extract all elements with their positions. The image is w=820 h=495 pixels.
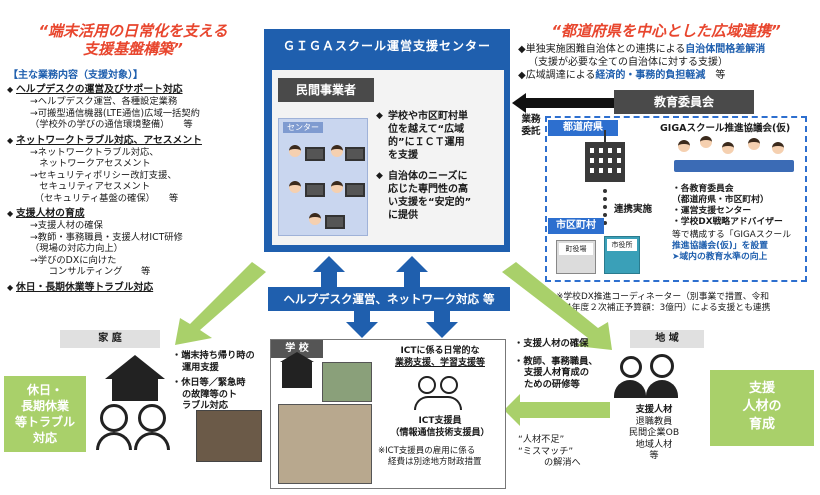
ict-staff-icon [418, 376, 436, 394]
tablet-photo [196, 410, 262, 462]
ict-staff-label: ICT支援員 （情報通信技術支援員） [390, 416, 490, 438]
support-person-icon [650, 354, 674, 378]
arrow-left-icon [512, 93, 526, 113]
helpdesk-band: ヘルプデスク運営、ネットワーク対応 等 [268, 287, 510, 311]
monitor-icon [305, 147, 325, 161]
double-arrow-icon [603, 189, 607, 225]
person-body [614, 380, 646, 398]
prefecture-building-icon [585, 142, 625, 182]
classroom-photo [322, 362, 372, 402]
operator-icon [309, 213, 321, 225]
operator-icon [289, 145, 301, 157]
gyomu-itaku-label: 業務 委託 [521, 114, 541, 137]
arrow-up-icon [396, 256, 428, 272]
mismatch-note: “人材不足” “ミスマッチ” の解消へ [518, 434, 581, 468]
center-bullet: 学校や市区町村単 位を越えて“広域 的”にＩＣＴ運用 を支援 [376, 110, 506, 162]
coordinator-note: ※学校DX推進コーディネーター（別事業で措置、令和 4年度２次補正予算額：3億円… [556, 292, 771, 313]
support-persons-list: 支援人材 退職教員 民間企業OB 地域人材 等 [628, 404, 680, 461]
arrow-shaft [434, 311, 450, 323]
right-bullet: （支援が必要な全ての自治体に対する支援） [528, 57, 728, 68]
center-illustration: センター [278, 118, 368, 236]
section-training: 支援人材の育成 →支援人材の確保 →教師・事務職員・支援人材ICT研修 （現場の… [7, 208, 256, 278]
center-illus-label: センター [283, 122, 323, 133]
arrow-up-icon [313, 256, 345, 272]
monitor-icon [345, 147, 365, 161]
center-title: ＧＩＧＡスクール運営支援センター [282, 39, 491, 53]
operator-icon [289, 181, 301, 193]
giga-council-title: GIGAスクール推進協議会(仮) [660, 123, 791, 134]
support-person-icon [620, 356, 642, 378]
person-body [646, 380, 678, 398]
main-task-list: 【主な業務内容（支援対象）】 ヘルプデスクの運営及びサポート対応 →ヘルプデスク… [7, 66, 256, 298]
child-icon [138, 404, 166, 432]
home-bullets: ・端末持ち帰り時の 運用支援 ・休日等／緊急時 の故障等のト ラブル対応 [172, 350, 255, 411]
arrow-region-to-school [504, 394, 610, 426]
arrow-shaft [525, 98, 615, 108]
municipality-label: 市区町村 [548, 218, 604, 234]
center-bullets: 学校や市区町村単 位を越えて“広域 的”にＩＣＴ運用 を支援 自治体のニーズに … [376, 110, 506, 230]
ict-daily-support: ICTに係る日常的な 業務支援、学習支援等 [394, 346, 485, 368]
left-title: “端末活用の日常化を支える 支援基盤構築” [38, 22, 228, 58]
right-bullet: ◆単独実施困難自治体との連携による自治体間格差解消 [518, 44, 766, 55]
section-holiday: 休日・長期休業等トラブル対応 [7, 282, 256, 294]
house-icon [105, 355, 165, 379]
ict-staff-icon [440, 376, 458, 394]
monitor-icon [345, 183, 365, 197]
section-network: ネットワークトラブル対応、アセスメント →ネットワークトラブル対応、 ネットワー… [7, 135, 256, 205]
private-business-label: 民間事業者 [278, 78, 374, 102]
right-bullet: ◆広域調達による経済的・事務的負担軽減 等 [518, 70, 726, 81]
arrow-shaft [354, 311, 370, 323]
monitor-icon [325, 215, 345, 229]
holiday-trouble-box: 休日・ 長期休業 等トラブル 対応 [4, 376, 86, 452]
council-people-icon [670, 134, 800, 180]
flag-icon [604, 130, 606, 142]
board-of-education-label: 教育委員会 [614, 90, 754, 114]
operator-icon [331, 181, 343, 193]
monitor-icon [305, 183, 325, 197]
main-list-heading: 【主な業務内容（支援対象）】 [8, 70, 143, 81]
house-body [112, 379, 158, 401]
ict-staff-note: ※ICT支援員の雇用に係る 経費は別途地方財政措置 [378, 446, 482, 467]
center-bullet: 自治体のニーズに 応じた専門性の高 い支援を“安定的” に提供 [376, 170, 506, 222]
parent-icon [100, 404, 128, 432]
arrow-shaft [321, 270, 337, 288]
cooperation-label: 連携実施 [614, 204, 653, 215]
operator-icon [331, 145, 343, 157]
council-members: ・各教育委員会 （都道府県・市区町村） ・運営支援センター ・学校DX戦略アドバ… [672, 184, 783, 227]
region-bullets: ・支援人材の確保 ・教師、事務職員、 支援人材育成の ための研修等 [514, 338, 598, 390]
right-title: “都道府県を中心とした広域連携” [551, 22, 781, 40]
section-helpdesk: ヘルプデスクの運営及びサポート対応 →ヘルプデスク運営、各種設定業務 →可搬型通… [7, 84, 256, 131]
council-note: 等で構成する「GIGAスクール 推進協議会(仮)」を設置 ➤域内の教育水準の向上 [672, 230, 792, 262]
arrow-shaft [404, 270, 420, 288]
town-hall-icon: 町役場 [556, 240, 596, 274]
person-body [134, 432, 170, 450]
arrow-down-icon [426, 322, 458, 338]
home-label: 家 庭 [60, 330, 160, 348]
person-body [96, 432, 132, 450]
prefecture-label: 都道府県 [548, 120, 618, 136]
person-body [414, 396, 462, 410]
region-label: 地 域 [630, 330, 704, 348]
school-building-icon [282, 362, 312, 388]
arrow-down-icon [346, 322, 378, 338]
support-talent-training-box: 支援 人材の 育成 [710, 370, 814, 446]
school-roof-icon [280, 352, 314, 362]
classroom-photo [278, 404, 372, 484]
right-bullets: ◆単独実施困難自治体との連携による自治体間格差解消 （支援が必要な全ての自治体に… [518, 43, 818, 82]
city-hall-icon: 市役所 [604, 236, 640, 274]
